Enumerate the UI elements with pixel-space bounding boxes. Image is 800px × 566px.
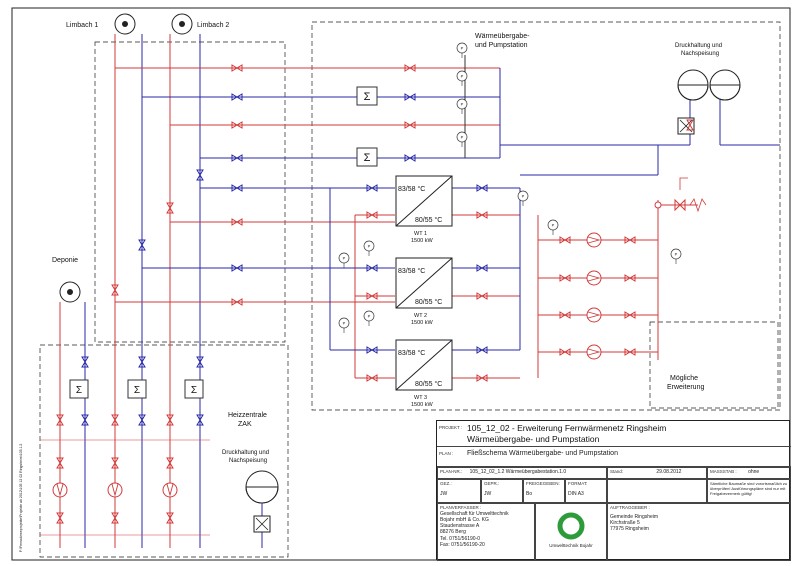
pressure-gauge-icon xyxy=(338,317,350,334)
label-druckhaltung-top-2: Nachspeisung xyxy=(681,51,719,57)
wt2-power: 1500 kW xyxy=(411,320,434,326)
approved-by: Bo xyxy=(526,490,533,497)
pump-icon[interactable] xyxy=(586,307,602,323)
expansion-vessel-icon xyxy=(677,69,741,101)
company-logo-icon xyxy=(557,512,585,540)
limbach-boundary xyxy=(94,41,286,343)
heizzentrale-boundary xyxy=(39,344,289,558)
logo-box: Umwelttechnik Bojahr xyxy=(535,503,607,561)
paper-format: DIN A3 xyxy=(568,490,584,497)
limbach-1-source-icon xyxy=(114,13,136,35)
svg-text:Σ: Σ xyxy=(364,91,371,103)
plan-row: PLAN : Fließschema Wärmeübergabe- und Pu… xyxy=(437,447,791,467)
wt2-temp-low: 80/55 °C xyxy=(415,298,442,306)
label-druckhaltung-bot-1: Druckhaltung und xyxy=(222,450,269,456)
project-subtitle: Wärmeübergabe- und Pumpstation xyxy=(467,434,600,444)
project-row: PROJEKT : 105_12_02 - Erweiterung Fernwä… xyxy=(437,421,791,447)
heat-exchanger-3: 83/58 °C 80/55 °C WT 3 1500 kW xyxy=(395,339,453,408)
wt3-power: 1500 kW xyxy=(411,402,434,408)
project-title: 105_12_02 - Erweiterung Fernwärmenetz Ri… xyxy=(467,423,667,433)
header-pipes xyxy=(115,55,780,159)
label-druckhaltung-top-1: Druckhaltung und xyxy=(675,43,722,49)
label-pumpstation: und Pumpstation xyxy=(475,42,528,49)
pressure-gauge-icon xyxy=(363,310,375,327)
wt1-temp-low: 80/55 °C xyxy=(415,216,442,224)
heat-meter-icon: Σ xyxy=(356,86,378,106)
label-heizzentrale-1: Heizzentrale xyxy=(228,412,267,419)
pressure-gauge-icon xyxy=(363,240,375,257)
pump-icon[interactable] xyxy=(52,482,68,498)
deponie-source-icon xyxy=(59,281,81,303)
station-boundary xyxy=(311,21,781,411)
wt3-temp-low: 80/55 °C xyxy=(415,380,442,388)
pressure-gauge-icon xyxy=(670,248,682,265)
wt2-temp-high: 83/58 °C xyxy=(398,267,425,275)
wt2-name: WT 2 xyxy=(414,313,427,319)
pump-icon[interactable] xyxy=(586,270,602,286)
logo-text: Umwelttechnik Bojahr xyxy=(549,543,593,548)
heat-meter-icon: Σ xyxy=(356,147,378,167)
junction-icon xyxy=(654,201,662,209)
safety-valve-icon[interactable] xyxy=(674,198,686,212)
scale-value: ohne xyxy=(748,469,760,475)
label-erweiterung-2: Erweiterung xyxy=(667,384,704,391)
heat-exchangers: 83/58 °C 80/55 °C WT 1 1500 kW 83/58 °C … xyxy=(395,175,453,408)
heat-exchanger-1: 83/58 °C 80/55 °C WT 1 1500 kW xyxy=(395,175,453,244)
svg-text:Σ: Σ xyxy=(134,385,140,396)
sheet-frame xyxy=(11,7,791,561)
wt3-name: WT 3 xyxy=(414,395,427,401)
stand-date: 29.08.2012 xyxy=(656,469,682,475)
wt1-temp-high: 83/58 °C xyxy=(398,185,425,193)
label-erweiterung-1: Mögliche xyxy=(670,375,698,382)
label-waermeuebergabe: Wärmeübergabe- xyxy=(475,33,530,40)
svg-text:Σ: Σ xyxy=(76,385,82,396)
pressure-gauge-icon xyxy=(338,252,350,269)
distribution-pipes xyxy=(115,145,659,379)
expansion-vessel-icon xyxy=(245,470,279,548)
pump-icon[interactable] xyxy=(586,232,602,248)
extension-boundary xyxy=(649,321,779,409)
checked-by: JW xyxy=(484,490,492,497)
vertical-feeders xyxy=(59,34,201,548)
plan-number: 105_12_02_1.2 Wärmeübergabestation.1.0 xyxy=(469,469,567,475)
planverfasser-box: PLANVERFASSER : Gesellschaft für Umweltt… xyxy=(437,503,535,561)
svg-text:Σ: Σ xyxy=(364,152,371,164)
svg-text:Σ: Σ xyxy=(191,385,197,396)
label-limbach-2: Limbach 2 xyxy=(197,22,229,29)
wt1-name: WT 1 xyxy=(414,231,427,237)
wt3-temp-high: 83/58 °C xyxy=(398,349,425,357)
drawn-by: JW xyxy=(440,490,448,497)
plan-title: Fließschema Wärmeübergabe- und Pumpstati… xyxy=(467,450,618,457)
label-deponie: Deponie xyxy=(52,257,78,264)
pressure-gauge-icon xyxy=(547,219,559,236)
label-limbach-1: Limbach 1 xyxy=(66,22,98,29)
heat-exchanger-2: 83/58 °C 80/55 °C WT 2 1500 kW xyxy=(395,257,453,326)
auftraggeber-box: AUFTRAGGEBER : Gemeinde Ringsheim Kirchs… xyxy=(607,503,791,561)
pump-icon[interactable] xyxy=(586,344,602,360)
file-path-text: F:\Fernwärmeprojekte\Projekte ab 2012\10… xyxy=(19,444,23,552)
limbach-2-source-icon xyxy=(171,13,193,35)
label-druckhaltung-bot-2: Nachspeisung xyxy=(229,458,267,464)
wt1-power: 1500 kW xyxy=(411,238,434,244)
note-text: Sämtliche Baumaße sind vorortsmaßlich zu… xyxy=(707,479,791,503)
title-block: PROJEKT : 105_12_02 - Erweiterung Fernwä… xyxy=(436,420,791,561)
label-heizzentrale-2: ZAK xyxy=(238,421,252,428)
heizzentrale-equipment: Σ Σ Σ xyxy=(69,379,204,399)
pump-icon[interactable] xyxy=(107,482,123,498)
pump-icon[interactable] xyxy=(162,482,178,498)
